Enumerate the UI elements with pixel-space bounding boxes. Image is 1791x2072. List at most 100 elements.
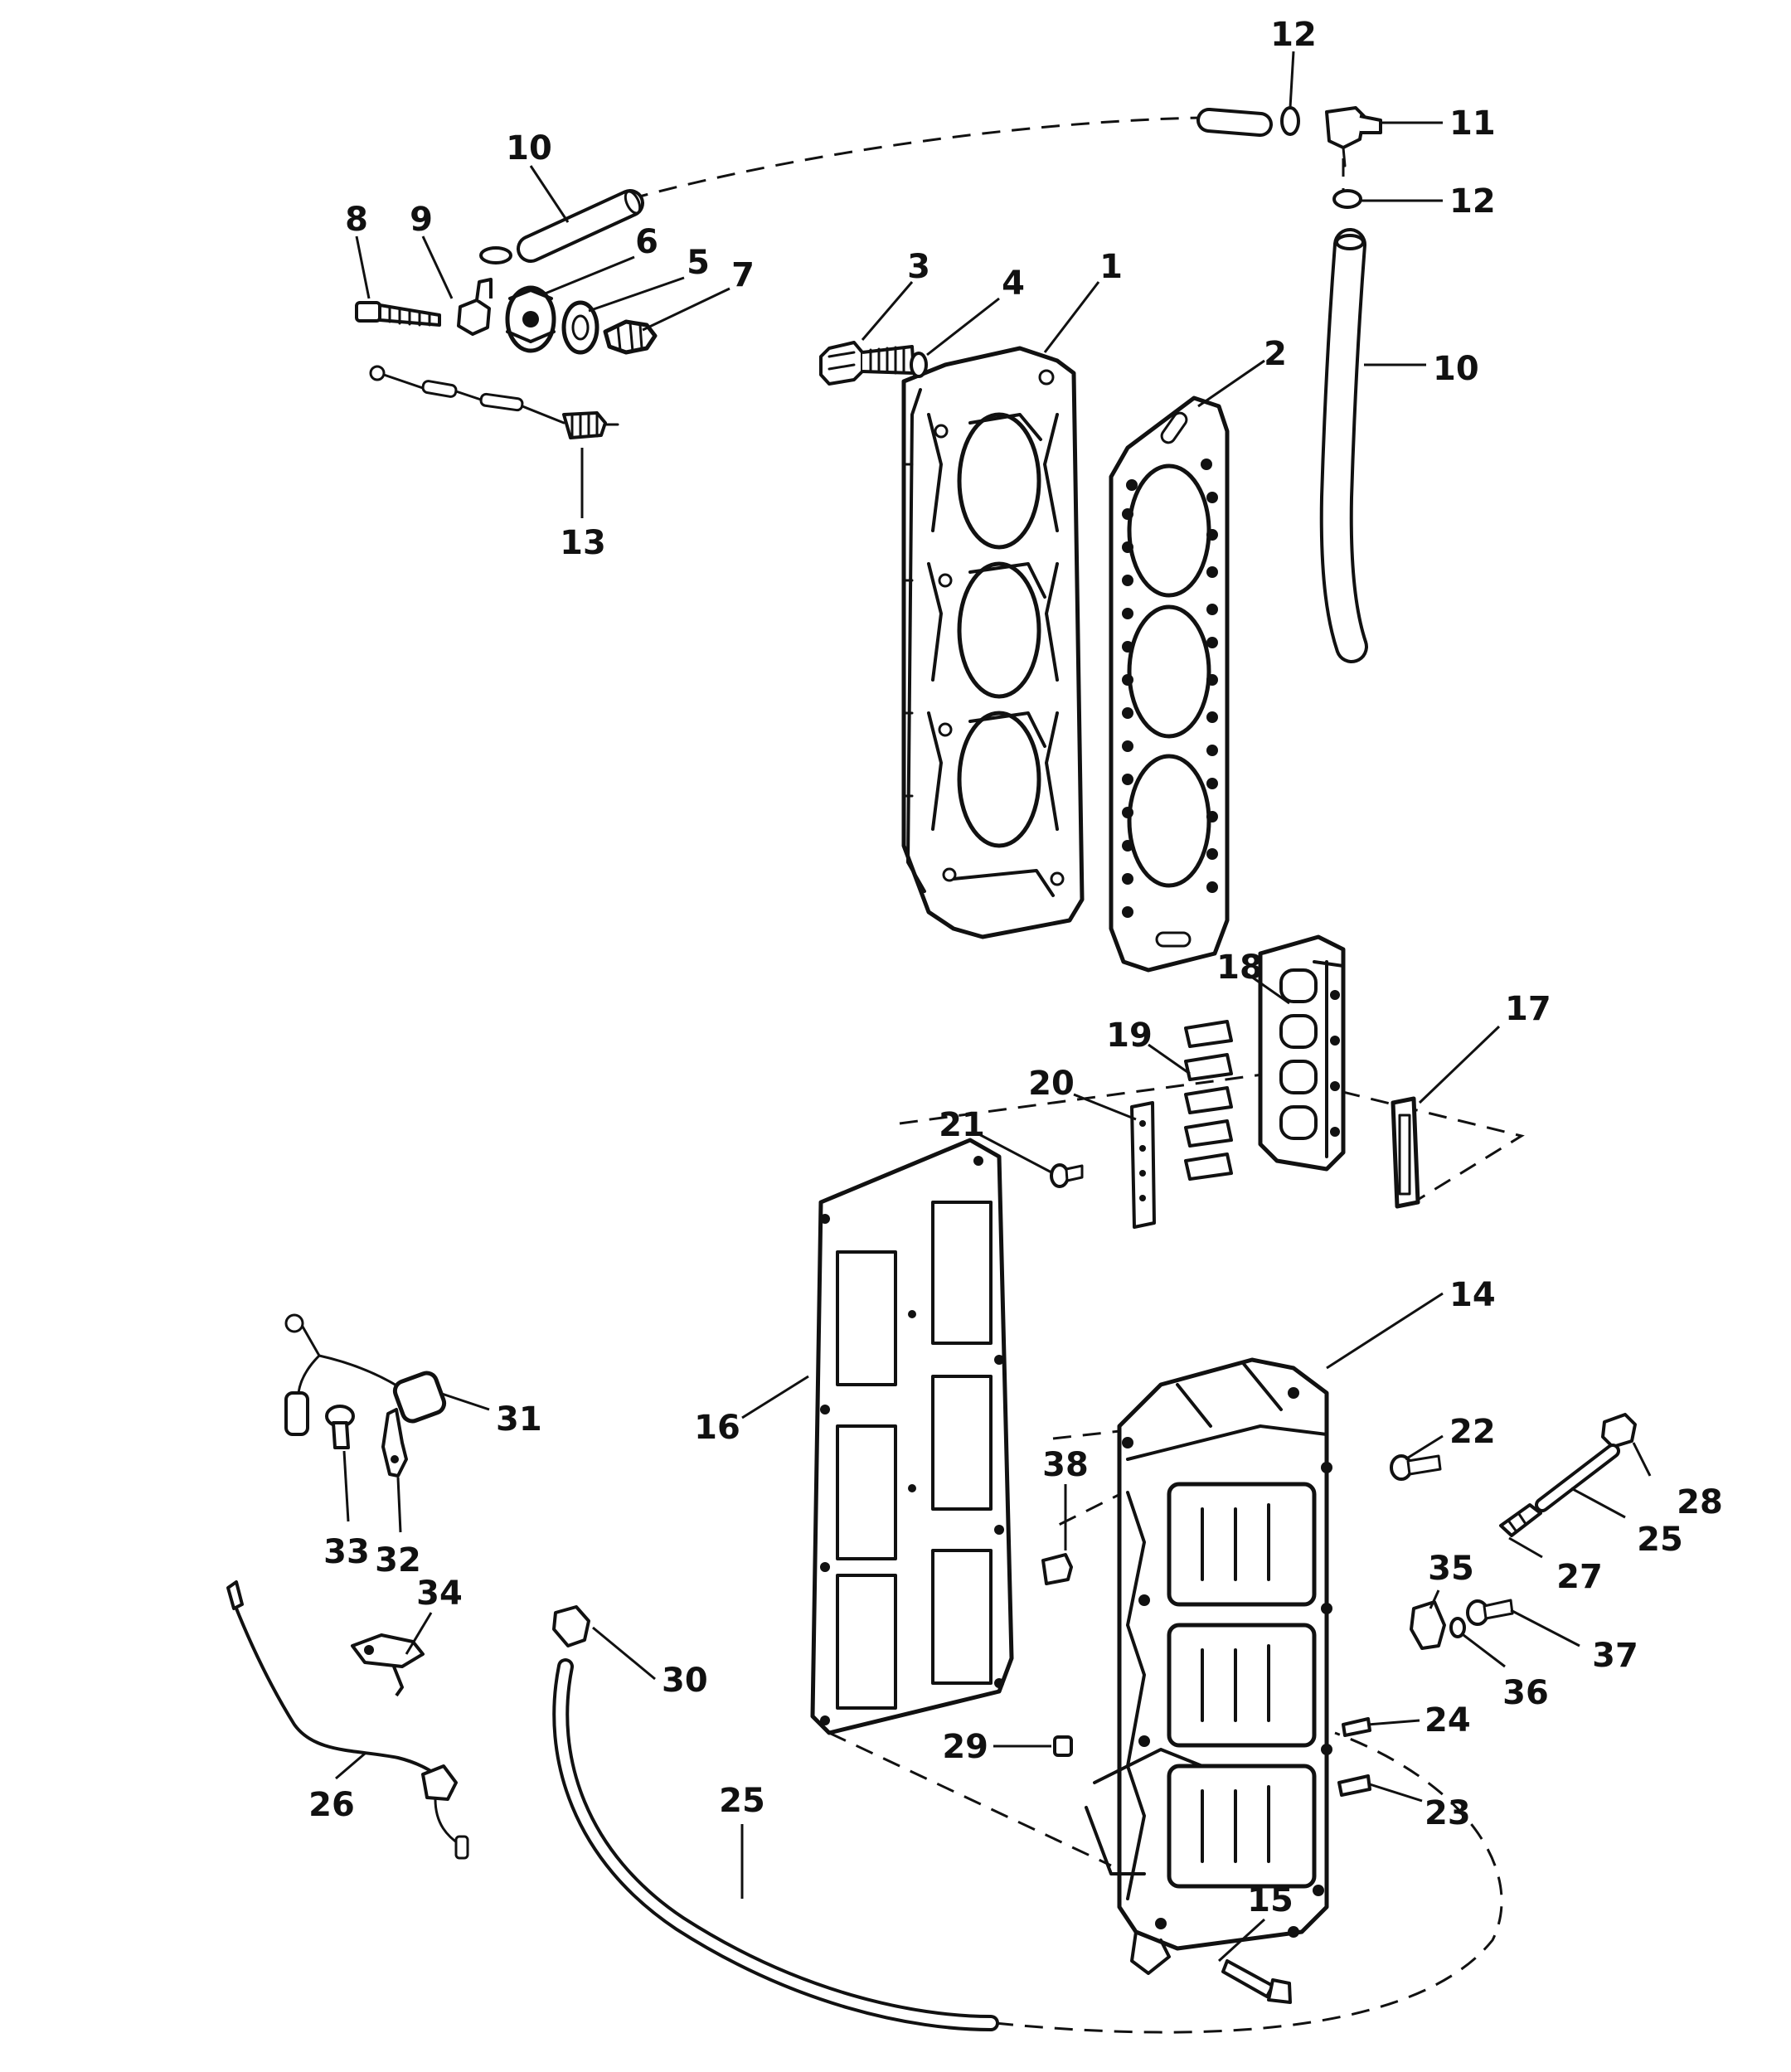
callout-10b: 10: [1433, 350, 1479, 388]
callout-7: 7: [731, 256, 755, 294]
leader-16: [741, 1375, 809, 1419]
leader-27: [1632, 1442, 1652, 1477]
leader-3: [861, 281, 914, 341]
callout-6: 6: [635, 223, 658, 261]
callout-16: 16: [694, 1409, 740, 1447]
leader-26: [1508, 1536, 1543, 1559]
hose-route-top: [629, 116, 1203, 201]
callout-25a: 25: [719, 1782, 765, 1820]
manifold-gasket: [810, 1138, 1014, 1735]
leader-7: [642, 287, 730, 332]
callout-21: 21: [939, 1106, 985, 1144]
callout-1: 1: [1099, 248, 1123, 286]
leader-1: [1043, 281, 1100, 353]
callout-38: 38: [1042, 1446, 1089, 1484]
leader-36: [1463, 1633, 1506, 1668]
capacitor-lead: [284, 1313, 400, 1436]
callout-11: 11: [1449, 104, 1496, 143]
callout-10a: 10: [506, 129, 552, 167]
callout-17: 17: [1505, 990, 1551, 1028]
water-hose-long: [1319, 228, 1368, 663]
bypass-hose: [1535, 1444, 1620, 1512]
callout-33: 34: [416, 1575, 463, 1613]
hose-route-bottom: [994, 1731, 1503, 2034]
leader-17: [1418, 1025, 1501, 1104]
callout-27: 28: [1677, 1483, 1723, 1521]
head-bolt-washer: [910, 352, 928, 378]
callout-14: 14: [1449, 1276, 1496, 1314]
thermostat-housing: [505, 285, 556, 353]
leader-21: [973, 1130, 1054, 1175]
hose-clamp-top: [1280, 106, 1300, 136]
pipe-fitting-elbow: [1601, 1413, 1637, 1448]
cap-screw: [355, 301, 441, 327]
callout-3: 3: [907, 248, 930, 286]
reed-block-gasket: [1391, 1096, 1420, 1209]
leader-31: [396, 1477, 402, 1533]
ground-bracket: [381, 1408, 408, 1478]
callout-9: 9: [410, 201, 433, 239]
leader-34: [335, 1752, 366, 1780]
callout-19: 19: [1106, 1017, 1153, 1055]
leader-22: [1405, 1434, 1444, 1461]
leader-10a: [529, 165, 570, 223]
reed-screw: [1050, 1163, 1084, 1188]
leader-5: [588, 276, 685, 313]
callout-18: 18: [1216, 949, 1263, 987]
callout-37: 37: [1592, 1637, 1638, 1675]
leader-9: [421, 235, 454, 299]
stud: [1342, 1717, 1371, 1737]
leader-33: [405, 1612, 433, 1655]
leader-4: [926, 297, 1000, 357]
leader-2: [1197, 359, 1265, 408]
elbow-fitting-lower: [552, 1605, 590, 1647]
callout-31: 32: [375, 1541, 421, 1579]
manifold-bolt-long: [1221, 1959, 1292, 2004]
hose-retaining-clip: [1410, 1600, 1446, 1650]
sensor-wire: [369, 365, 619, 439]
leader-32: [342, 1450, 350, 1522]
reed-stop: [1130, 1101, 1156, 1229]
clip-washer: [1449, 1617, 1466, 1638]
water-hose-bottom: [552, 1658, 999, 2031]
callout-5: 5: [687, 244, 710, 282]
leader-35: [1429, 1589, 1440, 1609]
water-hose-upper: [517, 189, 644, 263]
sender-bracket: [351, 1633, 425, 1697]
water-hose-short: [1196, 108, 1273, 137]
callout-35: 35: [1428, 1550, 1474, 1588]
leader-12a: [1289, 51, 1295, 109]
tee-fitting: [1325, 106, 1382, 167]
hose-clamp-lower: [1332, 189, 1362, 209]
callout-22: 22: [1449, 1413, 1496, 1451]
callout-12b: 12: [1449, 182, 1496, 221]
callout-28: 29: [942, 1728, 988, 1766]
callout-29: 30: [662, 1662, 708, 1700]
callout-20: 20: [1028, 1065, 1075, 1103]
leader-29: [592, 1626, 656, 1681]
leader-14: [1326, 1292, 1444, 1370]
thermostat: [561, 300, 599, 355]
reed-block: [1258, 934, 1346, 1172]
leader-6: [542, 255, 635, 296]
barbed-fitting: [1499, 1503, 1542, 1537]
ground-screw: [325, 1405, 355, 1449]
leader-20: [1073, 1093, 1137, 1121]
plate-route-lower: [828, 1731, 1112, 1867]
leader-25b: [1570, 1487, 1626, 1519]
leader-15: [1217, 1918, 1266, 1963]
leader-19: [1148, 1043, 1191, 1075]
callout-12a: 12: [1270, 16, 1317, 54]
leader-37: [1510, 1609, 1580, 1647]
head-bolt: [819, 341, 915, 386]
leader-8: [355, 235, 371, 299]
callout-23: 23: [1425, 1794, 1471, 1832]
sender-wire-harness: [226, 1580, 469, 1860]
bleed-valve: [1041, 1553, 1073, 1585]
callout-13: 13: [560, 524, 606, 562]
plug: [1053, 1735, 1073, 1757]
elbow-fitting: [457, 278, 493, 336]
callout-36: 36: [1502, 1674, 1549, 1712]
